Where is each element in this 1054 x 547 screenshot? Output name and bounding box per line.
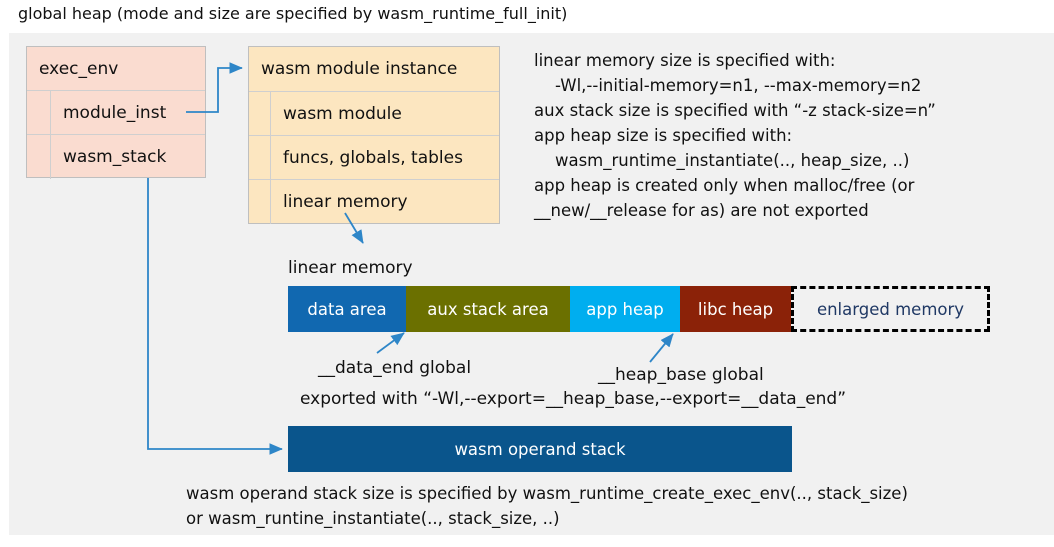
exec-env-box: exec_env module_inst wasm_stack: [26, 46, 206, 179]
exec-env-header-row: exec_env: [27, 47, 205, 91]
annotation-exported-with: exported with “-Wl,--export=__heap_base,…: [300, 389, 847, 409]
annotation-heap-base: __heap_base global: [598, 365, 764, 385]
linear-memory-bar: data area aux stack area app heap libc heap…: [288, 286, 990, 332]
field-label-linear-memory: linear memory: [283, 192, 408, 212]
field-label-wasm-module: wasm module: [283, 103, 402, 124]
module-instance-field-linear-memory: linear memory: [249, 180, 499, 224]
memory-segment-libc-heap: libc heap: [680, 286, 791, 332]
memory-segment-label: aux stack area: [427, 299, 549, 319]
module-instance-header-label: wasm module instance: [261, 59, 458, 79]
module-instance-field-wasm-module: wasm module: [249, 92, 499, 136]
memory-segment-enlarged-memory: enlarged memory: [791, 286, 990, 332]
operand-stack-notes: wasm operand stack size is specified by …: [186, 484, 908, 528]
indent-gutter: [27, 91, 51, 134]
exec-env-header-label: exec_env: [39, 58, 119, 79]
wasm-operand-stack-label: wasm operand stack: [454, 439, 626, 459]
indent-gutter: [249, 92, 271, 135]
indent-gutter: [27, 135, 51, 179]
wasm-module-instance-box: wasm module instance wasm module funcs, …: [248, 46, 500, 224]
annotation-data-end: __data_end global: [318, 358, 472, 378]
memory-segment-label: libc heap: [697, 299, 774, 319]
module-instance-field-funcs-globals-tables: funcs, globals, tables: [249, 136, 499, 180]
field-label-module-inst: module_inst: [63, 102, 167, 123]
field-label-funcs-globals-tables: funcs, globals, tables: [283, 147, 463, 168]
memory-segment-label: data area: [307, 299, 387, 319]
memory-segment-label: app heap: [586, 299, 664, 319]
page-title: global heap (mode and size are specified…: [18, 4, 568, 23]
linear-memory-bar-label: linear memory: [288, 258, 413, 278]
module-instance-header-row: wasm module instance: [249, 47, 499, 92]
field-label-wasm-stack: wasm_stack: [63, 147, 167, 167]
memory-segment-aux-stack-area: aux stack area: [406, 286, 570, 332]
indent-gutter: [249, 180, 271, 224]
memory-segment-label: enlarged memory: [816, 299, 965, 319]
indent-gutter: [249, 136, 271, 179]
exec-env-field-wasm-stack: wasm_stack: [27, 135, 205, 179]
linear-memory-notes: linear memory size is specified with: -W…: [534, 51, 936, 220]
memory-segment-app-heap: app heap: [570, 286, 680, 332]
memory-segment-data-area: data area: [288, 286, 406, 332]
wasm-operand-stack-box: wasm operand stack: [288, 426, 792, 472]
exec-env-field-module-inst: module_inst: [27, 91, 205, 135]
